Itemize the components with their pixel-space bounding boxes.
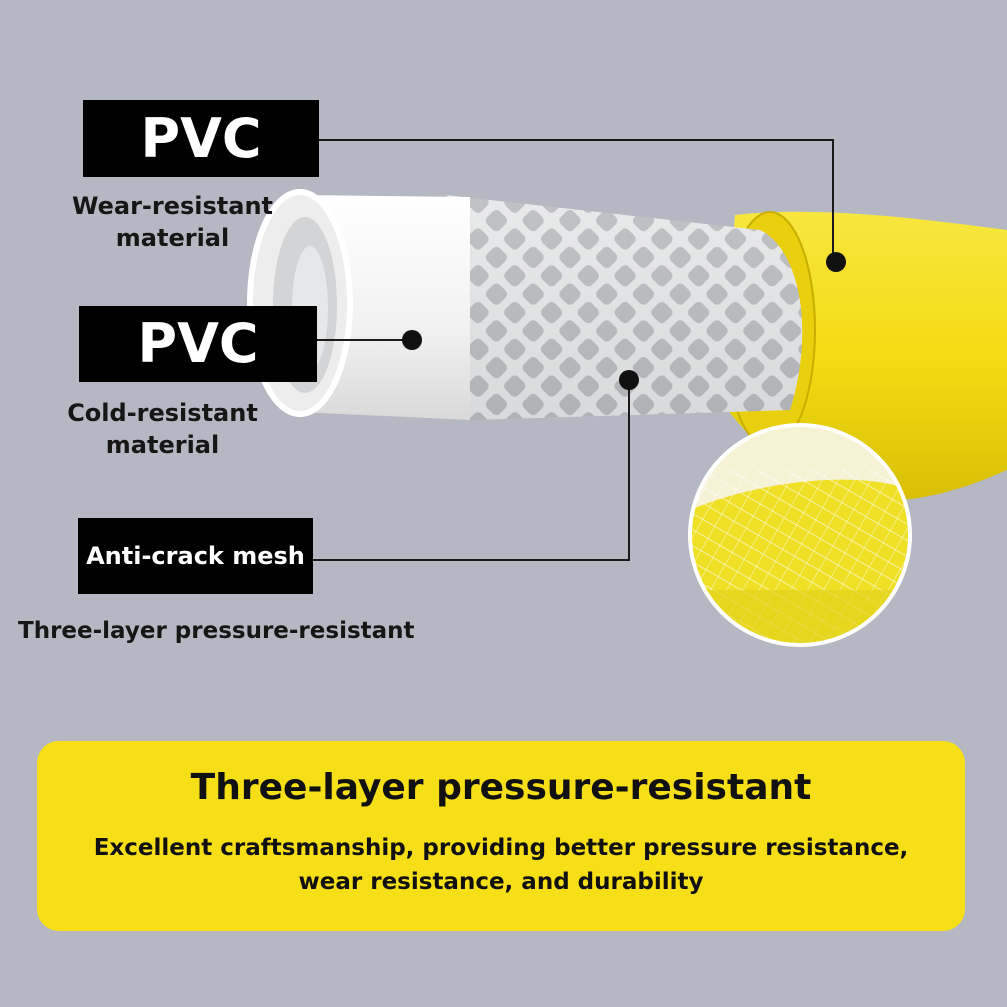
callout-dot-inner xyxy=(402,330,422,350)
zoom-circle-border xyxy=(688,423,912,647)
structure-caption: Three-layer pressure-resistant xyxy=(18,618,415,644)
callout-line-outer xyxy=(319,139,834,262)
outer-layer-caption-line1: Wear-resistant xyxy=(71,192,274,220)
callout-line-mesh xyxy=(313,382,630,561)
inner-layer-label: PVC xyxy=(79,306,317,382)
outer-layer-caption-line2: material xyxy=(115,224,230,252)
inner-layer-caption: Cold-resistant material xyxy=(40,397,285,461)
banner-description-line2: wear resistance, and durability xyxy=(298,869,704,895)
banner-description: Excellent craftsmanship, providing bette… xyxy=(57,831,945,899)
banner-title: Three-layer pressure-resistant xyxy=(190,767,812,808)
feature-banner: Three-layer pressure-resistant Excellent… xyxy=(37,741,965,931)
mesh-layer-label: Anti-crack mesh xyxy=(78,518,313,594)
outer-layer-caption: Wear-resistant material xyxy=(50,190,295,254)
outer-layer-label: PVC xyxy=(83,100,319,177)
callout-dot-outer xyxy=(826,252,846,272)
inner-layer-caption-line1: Cold-resistant xyxy=(67,399,258,427)
inner-layer-caption-line2: material xyxy=(105,431,220,459)
callout-dot-mesh xyxy=(619,370,639,390)
banner-description-line1: Excellent craftsmanship, providing bette… xyxy=(93,835,909,861)
